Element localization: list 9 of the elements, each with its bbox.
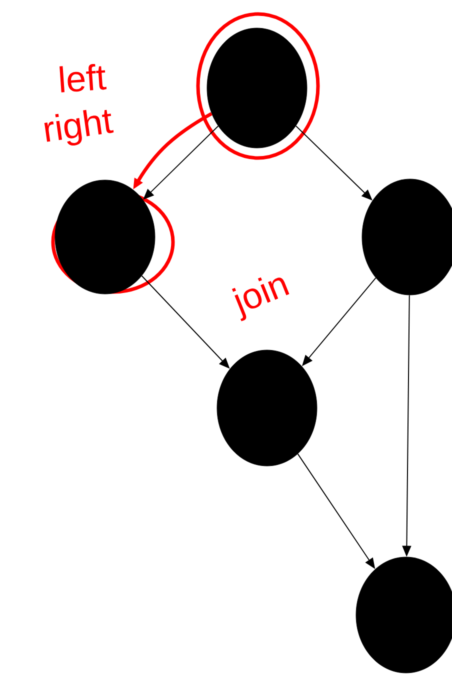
ellipse-node <box>206 28 308 148</box>
handwritten-note: left <box>60 64 107 92</box>
handwritten-note: right <box>44 110 114 146</box>
ellipse-node <box>216 350 318 466</box>
arrow <box>295 125 372 200</box>
ellipse-node <box>356 556 452 674</box>
ellipse-node <box>54 180 156 294</box>
ellipse-node <box>362 178 452 296</box>
handwritten-note: join <box>232 277 290 322</box>
